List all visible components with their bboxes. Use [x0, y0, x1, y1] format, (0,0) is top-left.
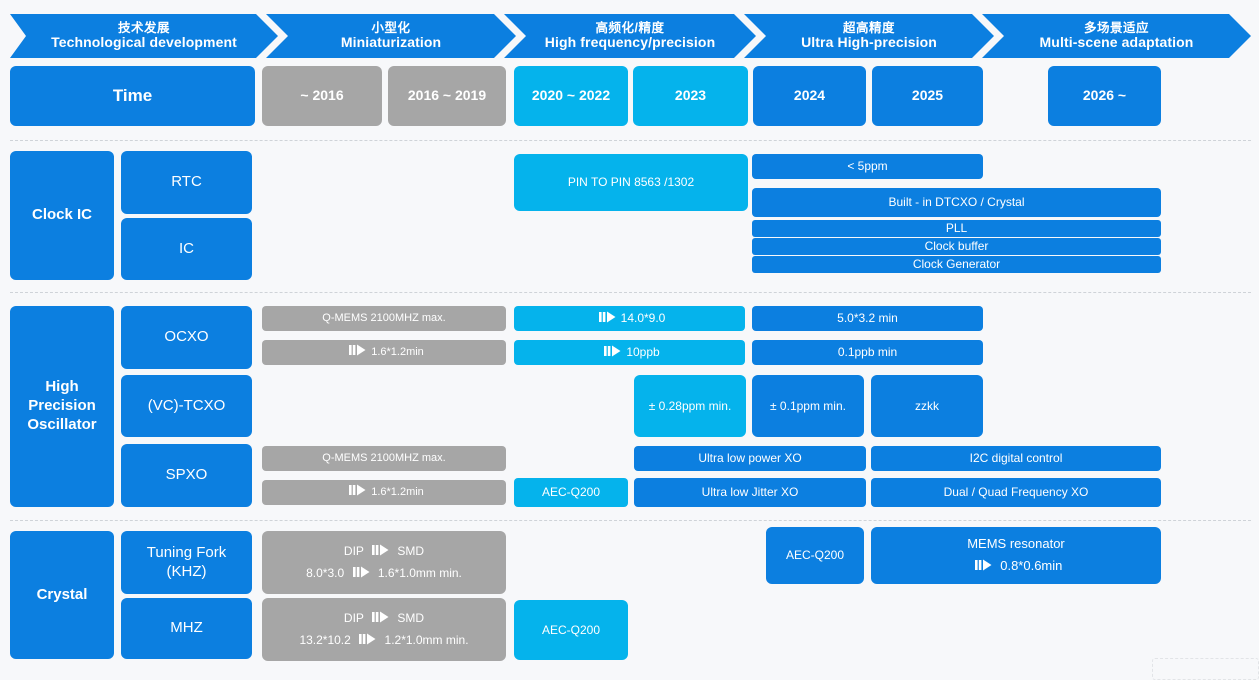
crystal-item-mems-resonator[interactable]: MEMS resonator 0.8*0.6min — [871, 527, 1161, 584]
timeline-period-2[interactable]: 2020 ~ 2022 — [514, 66, 628, 126]
crystal-line1-b: SMD — [397, 610, 425, 625]
timeline-period-5[interactable]: 2025 — [872, 66, 983, 126]
row-label-tuning-fork: Tuning Fork (KHZ) — [121, 531, 252, 594]
phase-label-zh-2: 高频化/精度 — [595, 21, 665, 36]
mems-resonator-line-1: MEMS resonator — [967, 536, 1065, 552]
crystal-line2-b: 1.6*1.0mm min. — [377, 565, 462, 580]
clockic-item-clock-buffer[interactable]: Clock buffer — [752, 238, 1161, 255]
phase-chevron-4[interactable]: 多场景适应 Multi-scene adaptation — [982, 14, 1251, 58]
clockic-item-built-in-dtcxo[interactable]: Built - in DTCXO / Crystal — [752, 188, 1161, 217]
phase-label-zh-4: 多场景适应 — [1083, 21, 1149, 36]
section-label-clock-ic: Clock IC — [10, 151, 114, 280]
phase-label-zh-3: 超高精度 — [842, 21, 895, 36]
crystal-item-dip-to-smd-mhz[interactable]: DIP SMD 13.2*10.2 1.2*1.0mm min. — [262, 598, 506, 661]
mems-resonator-line-2: 0.8*0.6min — [970, 557, 1063, 575]
hpo-item-1612min-spxo[interactable]: 1.6*1.2min — [262, 480, 506, 505]
fast-forward-icon — [372, 544, 389, 560]
hpo-item-qmems-2100mhz-ocxo[interactable]: Q-MEMS 2100MHZ max. — [262, 306, 506, 331]
crystal-item-line-1: DIP SMD — [344, 544, 424, 560]
row-label-rtc: RTC — [121, 151, 252, 214]
row-label-ocxo: OCXO — [121, 306, 252, 369]
crystal-line1-b: SMD — [397, 543, 425, 558]
section-separator-2 — [10, 292, 1251, 293]
phase-chevron-2[interactable]: 高频化/精度 High frequency/precision — [504, 14, 756, 58]
phase-chevron-3[interactable]: 超高精度 Ultra High-precision — [744, 14, 994, 58]
fast-forward-icon — [372, 611, 389, 627]
fast-forward-icon — [604, 345, 621, 361]
row-label-ic: IC — [121, 218, 252, 280]
crystal-line2-b: 1.2*1.0mm min. — [384, 632, 469, 647]
hpo-item-028ppm-min[interactable]: ± 0.28ppm min. — [634, 375, 746, 437]
phase-chevron-1[interactable]: 小型化 Miniaturization — [266, 14, 516, 58]
phase-chevron-0[interactable]: 技术发展 Technological development — [10, 14, 278, 58]
phase-label-en-2: High frequency/precision — [544, 34, 716, 51]
timeline-period-4[interactable]: 2024 — [753, 66, 866, 126]
hpo-item-label: 10ppb — [626, 345, 660, 359]
clockic-item-pin-to-pin[interactable]: PIN TO PIN 8563 /1302 — [514, 154, 748, 211]
hpo-item-label: 1.6*1.2min — [371, 345, 424, 358]
hpo-item-14x9[interactable]: 14.0*9.0 — [514, 306, 745, 331]
phase-label-zh-1: 小型化 — [371, 21, 411, 36]
hpo-item-01ppb-min[interactable]: 0.1ppb min — [752, 340, 983, 365]
fast-forward-icon — [598, 311, 616, 327]
row-label-mhz: MHZ — [121, 598, 252, 659]
timeline-period-6[interactable]: 2026 ~ — [1048, 66, 1161, 126]
mems-resonator-size: 0.8*0.6min — [1000, 557, 1063, 573]
hpo-label-line-1: High — [45, 378, 79, 396]
fast-forward-icon — [352, 566, 370, 582]
phase-label-en-4: Multi-scene adaptation — [1039, 34, 1194, 51]
fast-forward-icon — [974, 559, 992, 575]
hpo-label-line-3: Oscillator — [27, 415, 97, 433]
crystal-item-dip-to-smd-khz[interactable]: DIP SMD 8.0*3.0 1.6*1.0mm min. — [262, 531, 506, 594]
hpo-item-10ppb[interactable]: 10ppb — [514, 340, 745, 365]
crystal-line1-a: DIP — [343, 610, 364, 625]
clockic-item-pll[interactable]: PLL — [752, 220, 1161, 237]
timeline-period-0[interactable]: ~ 2016 — [262, 66, 382, 126]
hpo-item-label: 1.6*1.2min — [371, 485, 424, 498]
hpo-item-qmems-2100mhz-spxo[interactable]: Q-MEMS 2100MHZ max. — [262, 446, 506, 471]
timeline-period-3[interactable]: 2023 — [633, 66, 748, 126]
hpo-item-i2c-digital-control[interactable]: I2C digital control — [871, 446, 1161, 471]
row-label-spxo: SPXO — [121, 444, 252, 507]
hpo-item-zzkk[interactable]: zzkk — [871, 375, 983, 437]
hpo-item-aec-q200[interactable]: AEC-Q200 — [514, 478, 628, 507]
section-label-crystal: Crystal — [10, 531, 114, 659]
crystal-item-line-2: 8.0*3.0 1.6*1.0mm min. — [306, 566, 462, 582]
crystal-line2-a: 8.0*3.0 — [306, 565, 345, 580]
phase-label-zh-0: 技术发展 — [117, 21, 170, 36]
clockic-item-5ppm[interactable]: < 5ppm — [752, 154, 983, 179]
hpo-item-ultra-low-power-xo[interactable]: Ultra low power XO — [634, 446, 866, 471]
timeline-label-time: Time — [10, 66, 255, 126]
hpo-item-dual-quad-frequency-xo[interactable]: Dual / Quad Frequency XO — [871, 478, 1161, 507]
phase-label-en-3: Ultra High-precision — [801, 34, 937, 51]
hpo-item-50x32-min[interactable]: 5.0*3.2 min — [752, 306, 983, 331]
tuning-fork-line-2: (KHZ) — [166, 562, 207, 580]
cropped-placeholder-box — [1152, 658, 1259, 680]
crystal-item-line-2: 13.2*10.2 1.2*1.0mm min. — [299, 633, 468, 649]
fast-forward-icon — [349, 344, 366, 361]
fast-forward-icon — [349, 484, 366, 501]
section-label-high-precision-oscillator: High Precision Oscillator — [10, 306, 114, 507]
hpo-item-ultra-low-jitter-xo[interactable]: Ultra low Jitter XO — [634, 478, 866, 507]
row-label-vc-tcxo: (VC)-TCXO — [121, 375, 252, 437]
section-separator-3 — [10, 520, 1251, 521]
clockic-item-clock-generator[interactable]: Clock Generator — [752, 256, 1161, 273]
crystal-line2-a: 13.2*10.2 — [299, 632, 351, 647]
crystal-item-line-1: DIP SMD — [344, 611, 424, 627]
hpo-item-01ppm-min[interactable]: ± 0.1ppm min. — [752, 375, 864, 437]
hpo-item-label: 14.0*9.0 — [620, 311, 666, 325]
section-separator-1 — [10, 140, 1251, 141]
phase-label-en-1: Miniaturization — [340, 34, 442, 51]
crystal-item-aec-q200-khz[interactable]: AEC-Q200 — [766, 527, 864, 584]
crystal-line1-a: DIP — [343, 543, 364, 558]
phase-label-en-0: Technological development — [51, 34, 237, 51]
timeline-period-1[interactable]: 2016 ~ 2019 — [388, 66, 506, 126]
fast-forward-icon — [359, 633, 376, 649]
crystal-item-aec-q200-mhz[interactable]: AEC-Q200 — [514, 600, 628, 660]
hpo-item-1612min-ocxo[interactable]: 1.6*1.2min — [262, 340, 506, 365]
hpo-label-line-2: Precision — [28, 397, 96, 415]
phase-band: 技术发展 Technological development 小型化 Minia… — [10, 14, 1251, 58]
tuning-fork-line-1: Tuning Fork — [146, 543, 227, 561]
